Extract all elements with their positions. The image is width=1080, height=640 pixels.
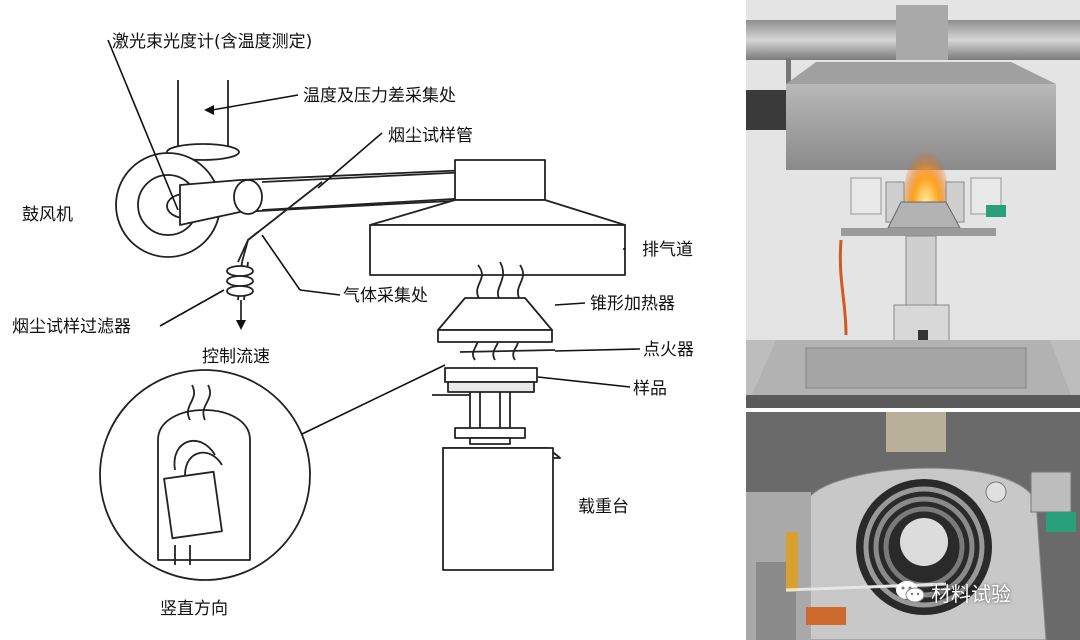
load-cell-drawing [442, 437, 561, 571]
label-load-cell: 载重台 [578, 497, 629, 517]
sampling-probe [226, 181, 323, 301]
watermark-text: 材料试验 [931, 581, 1011, 606]
apparatus-photo [746, 0, 1080, 408]
duct-drawing [179, 169, 471, 226]
label-igniter: 点火器 [643, 340, 694, 360]
leader-lines [107, 39, 641, 388]
label-exhaust: 排气道 [642, 240, 693, 260]
cone-heater-drawing [437, 297, 553, 343]
watermark: 材料试验 [895, 578, 1011, 606]
exhaust-stack [166, 80, 240, 161]
label-smoke-filter: 烟尘试样过滤器 [12, 317, 131, 337]
wechat-icon [896, 581, 925, 603]
label-laser: 激光束光度计(含温度测定) [112, 32, 312, 52]
exhaust-hood-drawing [369, 159, 626, 276]
label-blower: 鼓风机 [22, 205, 73, 225]
vertical-orientation-detail [99, 364, 446, 581]
label-gas-sampling: 气体采集处 [343, 286, 428, 306]
label-smoke-tube: 烟尘试样管 [388, 126, 473, 146]
specimen-drawing [432, 367, 538, 439]
igniter-drawing [459, 349, 556, 353]
label-temp-pressure: 温度及压力差采集处 [303, 86, 456, 106]
flame-wisps [472, 261, 524, 361]
cone-calorimeter-schematic: 激光束光度计(含温度测定) 温度及压力差采集处 烟尘试样管 鼓风机 排气道 气体… [12, 32, 694, 619]
heater-closeup-photo [746, 412, 1080, 640]
label-flow-control: 控制流速 [202, 347, 270, 367]
label-vertical: 竖直方向 [160, 599, 228, 619]
label-specimen: 样品 [633, 379, 667, 399]
label-cone-heater: 锥形加热器 [590, 294, 675, 314]
flow-arrow [236, 300, 246, 330]
